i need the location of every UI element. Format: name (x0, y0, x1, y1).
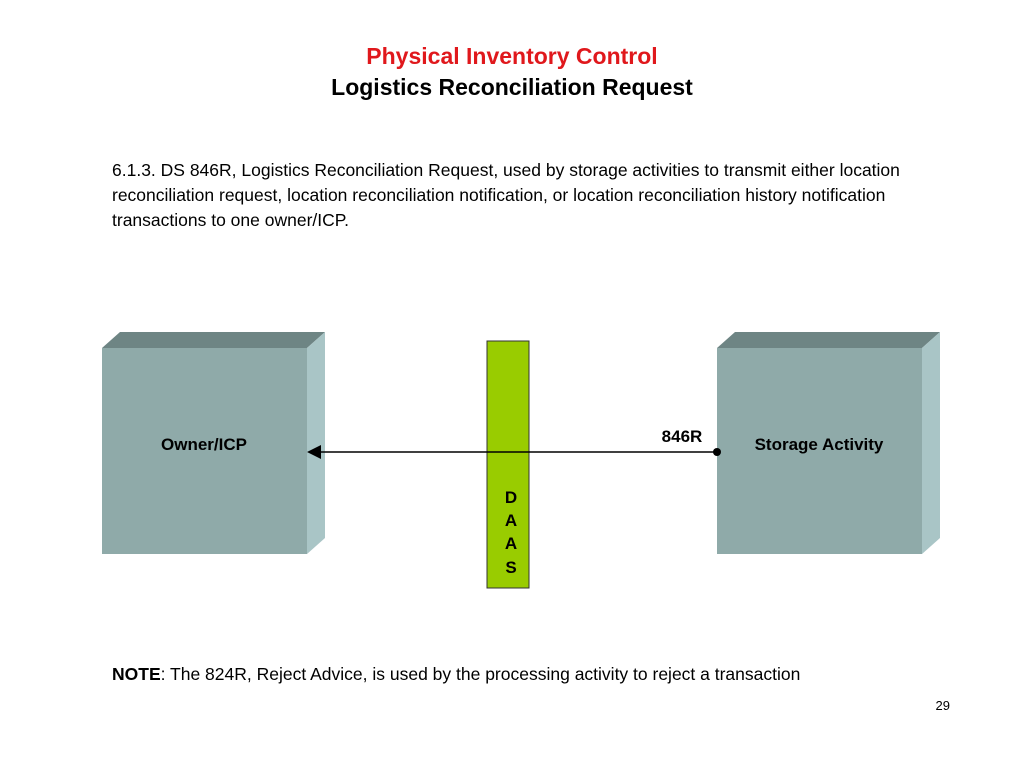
note-body: : The 824R, Reject Advice, is used by th… (160, 664, 801, 684)
slide-title: Physical Inventory Control (366, 43, 658, 69)
daas-letter-a2: A (505, 534, 517, 553)
note-label: NOTE (112, 664, 161, 684)
owner-icp-box-side (307, 332, 325, 554)
storage-activity-box-side (922, 332, 940, 554)
daas-bar-rect (486, 340, 530, 589)
storage-activity-box: Storage Activity (717, 332, 940, 554)
arrow-origin-dot (713, 448, 721, 456)
note-text: NOTE: The 824R, Reject Advice, is used b… (112, 662, 932, 687)
storage-activity-box-top (717, 332, 940, 348)
daas-letter-s: S (505, 558, 516, 577)
transaction-arrow: 846R (307, 427, 721, 459)
owner-icp-box-top (102, 332, 325, 348)
owner-icp-label: Owner/ICP (161, 435, 247, 454)
slide-subtitle: Logistics Reconciliation Request (331, 74, 693, 100)
storage-activity-box-front (717, 348, 922, 554)
owner-icp-box: Owner/ICP (102, 332, 325, 554)
arrow-label-846r: 846R (662, 427, 703, 446)
body-paragraph: 6.1.3. DS 846R, Logistics Reconciliation… (112, 160, 900, 230)
storage-activity-label: Storage Activity (755, 435, 884, 454)
owner-icp-box-front (102, 348, 307, 554)
page-number: 29 (935, 698, 950, 713)
daas-letter-d: D (505, 488, 517, 507)
daas-letter-a1: A (505, 511, 517, 530)
daas-bar: D A A S (486, 340, 530, 589)
arrow-head (307, 445, 321, 459)
